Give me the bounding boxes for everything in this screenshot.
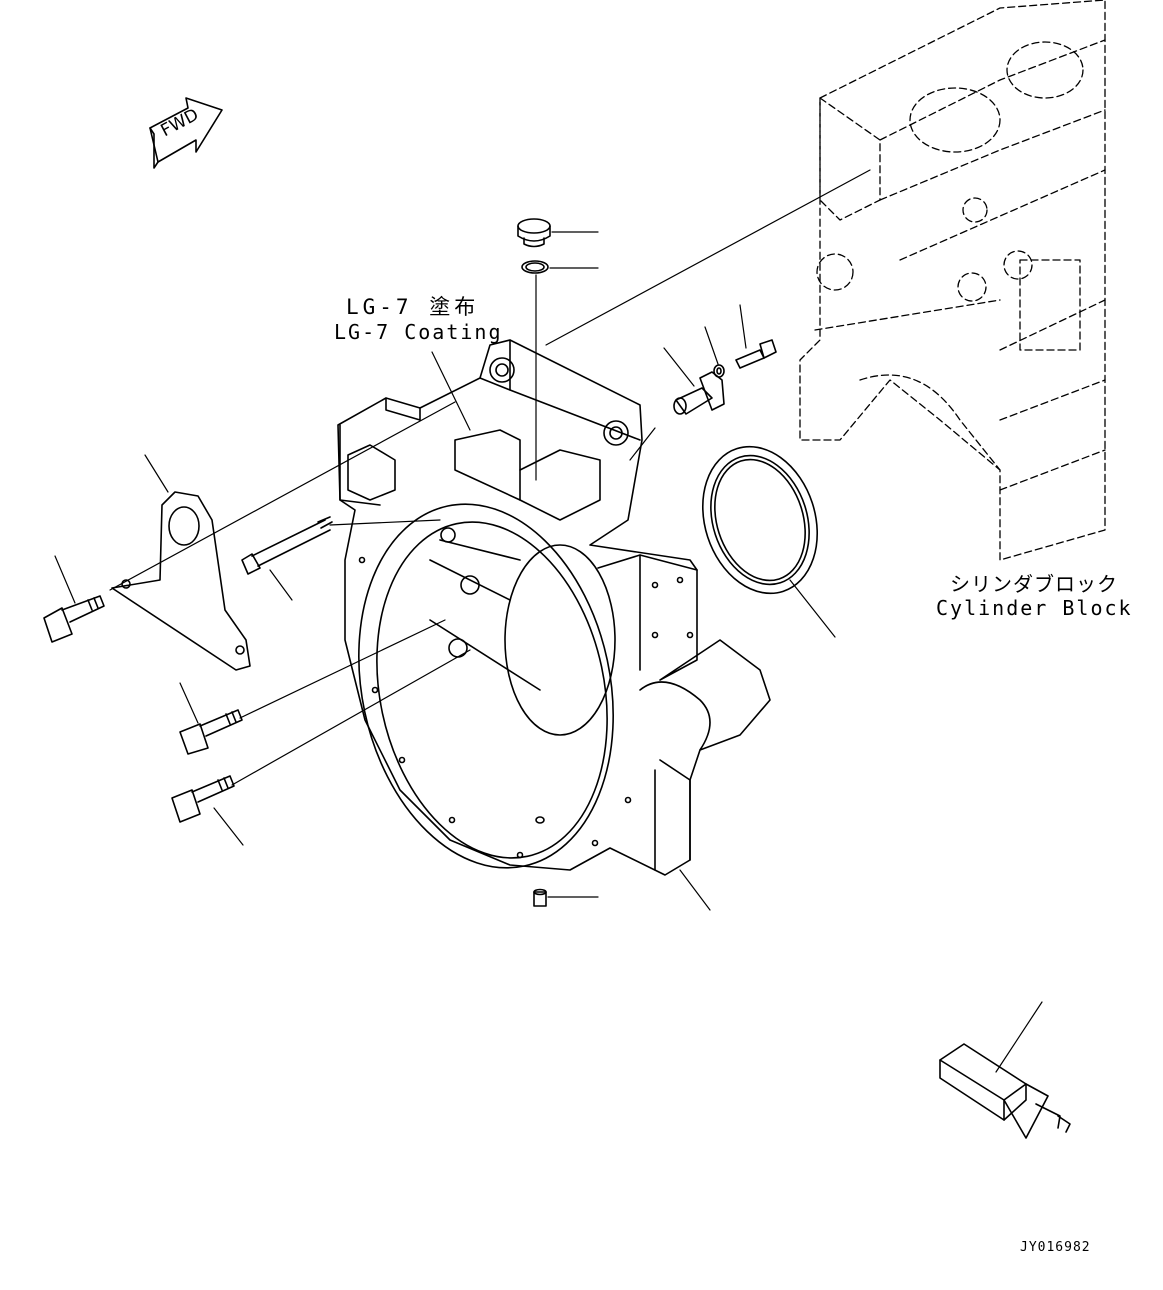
sealant-tube — [940, 1044, 1070, 1138]
leader-lines — [55, 170, 1042, 1072]
cylinder-block-label-jp: シリンダブロック — [950, 572, 1118, 596]
drain-plug — [534, 890, 546, 907]
housing-bolt-upper — [180, 710, 242, 754]
plug — [518, 219, 550, 247]
bracket-bolt — [44, 596, 104, 642]
fwd-arrow — [149, 98, 222, 169]
speed-sensor — [674, 372, 724, 414]
coating-label-en: LG-7 Coating — [334, 320, 503, 344]
cylinder-block-label-en: Cylinder Block — [936, 596, 1133, 620]
mounting-bracket — [112, 492, 250, 670]
washer — [714, 365, 724, 377]
o-ring — [522, 261, 548, 273]
coating-label-jp: LG-7 塗布 — [346, 295, 480, 319]
flywheel-housing — [326, 340, 770, 892]
oil-seal-ring — [685, 432, 836, 609]
drawing-code: JY016982 — [1020, 1240, 1091, 1255]
housing-bolt-lower — [172, 776, 234, 822]
sensor-bolt — [736, 340, 776, 368]
cylinder-block — [800, 0, 1105, 560]
long-bolt — [242, 517, 332, 574]
